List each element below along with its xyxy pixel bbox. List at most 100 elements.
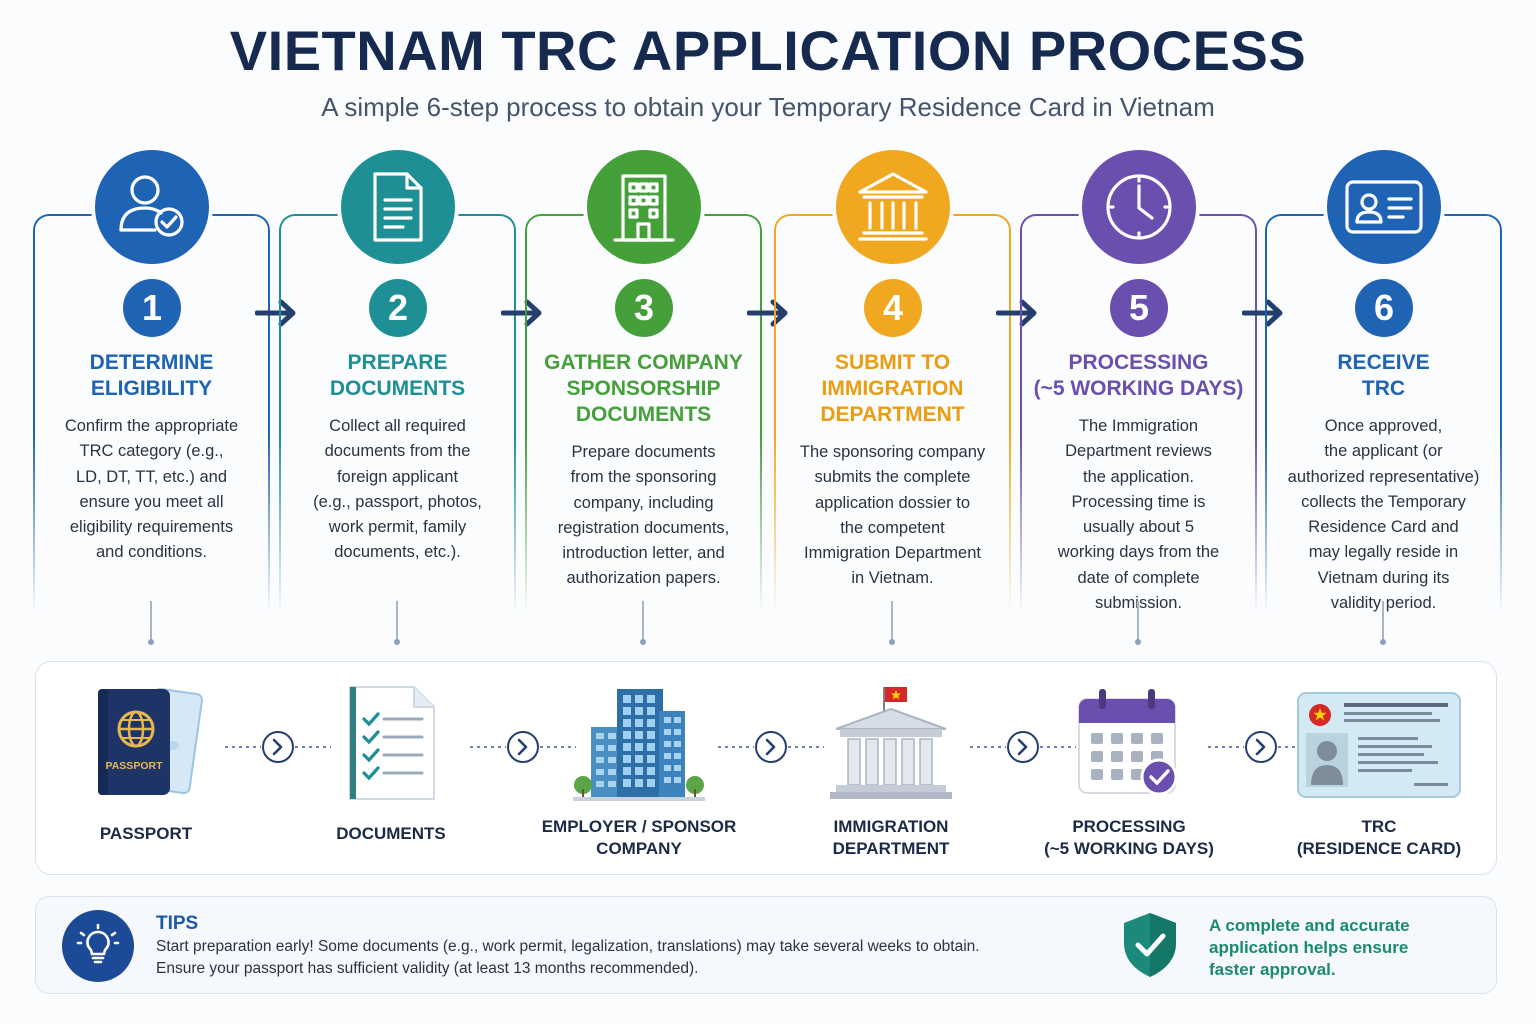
step-description-line: Vietnam during its: [1317, 568, 1450, 587]
bottom-flow-panel: PASSPORT PASSPORT DOCUMENTS EMPLOYER / S…: [35, 661, 1497, 875]
step-description-line: the competent: [840, 518, 945, 537]
step-title: DETERMINE ELIGIBILITY: [33, 350, 270, 402]
arrow-right-icon: [1241, 296, 1292, 330]
calendar-check-icon: [1059, 676, 1199, 806]
step-title: SUBMIT TO IMMIGRATION DEPARTMENT: [774, 350, 1011, 428]
step-description-line: date of complete: [1077, 568, 1200, 587]
step-description-line: The sponsoring company: [799, 443, 986, 461]
page-title: VIETNAM TRC APPLICATION PROCESS: [229, 19, 1307, 82]
flow-item-label: PASSPORT: [21, 823, 271, 845]
lightbulb-icon: [62, 910, 134, 982]
step-title: PROCESSING(~5 WORKING DAYS): [1020, 350, 1257, 402]
flow-item-label-line: DOCUMENTS: [336, 824, 446, 843]
flow-item: DOCUMENTS: [286, 676, 496, 866]
step-description-line: Residence Card and: [1308, 518, 1459, 537]
step-title-line: ELIGIBILITY: [90, 377, 213, 400]
flow-item-label: EMPLOYER / SPONSOR COMPANY: [514, 816, 764, 860]
step-description-line: may legally reside in: [1308, 543, 1459, 562]
tips-panel: TIPS Start preparation early! Some docum…: [35, 896, 1497, 994]
arrow-right-icon: [746, 296, 797, 330]
flow-item: EMPLOYER / SPONSOR COMPANY: [534, 676, 744, 866]
step-description-line: Processing time is: [1071, 492, 1206, 511]
step-description-line: application dossier to: [814, 493, 970, 512]
arrow-right-icon: [254, 296, 305, 330]
step-title-line: IMMIGRATION: [821, 377, 964, 400]
step-description-line: work permit, family: [328, 518, 467, 537]
residence-card-icon: [1294, 676, 1464, 806]
step-description-line: eligibility requirements: [69, 518, 234, 537]
step-title-line: DOCUMENTS: [329, 377, 466, 400]
step-title-line: GATHER COMPANY: [544, 351, 743, 374]
step-description-line: working days from the: [1057, 543, 1220, 562]
flow-item-label-line: EMPLOYER / SPONSOR: [541, 817, 737, 836]
step-description-line: Prepare documents: [571, 443, 716, 461]
courthouse-flag-icon: [821, 676, 961, 806]
tips-line: Start preparation early! Some documents …: [156, 938, 980, 955]
step-description-line: authorization papers.: [566, 569, 721, 588]
step-description-line: documents from the: [324, 442, 471, 461]
step-connector: [640, 601, 646, 645]
step-title-line: RECEIVE: [1337, 351, 1430, 374]
step-number: 5: [1110, 279, 1168, 337]
flow-item-label-line: (~5 WORKING DAYS): [1044, 839, 1214, 858]
step-description-line: Immigration Department: [804, 544, 981, 563]
step-description-line: LD, DT, TT, etc.) and: [76, 467, 227, 486]
document-icon: [337, 146, 459, 268]
step-description-line: from the sponsoring: [570, 468, 717, 487]
step-description-line: foreign applicant: [336, 467, 459, 486]
chevron-right-icon: [223, 730, 333, 764]
step-title-line: SUBMIT TO: [834, 351, 951, 374]
id-card-icon: [1323, 146, 1445, 268]
step-title-line: (~5 WORKING DAYS): [1033, 377, 1244, 400]
user-check-icon: [91, 146, 213, 268]
step-description-line: Once approved,: [1324, 417, 1443, 435]
step-number: 3: [615, 279, 673, 337]
step-title-line: DEPARTMENT: [820, 403, 965, 426]
flow-item: TRC(RESIDENCE CARD): [1274, 676, 1484, 866]
step-title-line: TRC: [1361, 377, 1406, 400]
flow-item-label-line: DEPARTMENT: [832, 839, 950, 858]
step-connector: [1135, 601, 1141, 645]
step-description-line: submits the complete: [814, 468, 971, 487]
government-building-icon: [832, 146, 954, 268]
step-description-line: TRC category (e.g.,: [79, 442, 224, 461]
step-number: 1: [123, 279, 181, 337]
step-title-line: DETERMINE: [89, 351, 214, 374]
step-description-line: and conditions.: [96, 543, 207, 562]
step-title-line: PREPARE: [347, 351, 448, 374]
flow-item-label-line: PASSPORT: [99, 824, 193, 843]
step-title: RECEIVE TRC: [1265, 350, 1502, 402]
step-connector: [889, 601, 895, 645]
tips-note-line: A complete and accurate: [1209, 916, 1410, 935]
step-description-line: Confirm the appropriate: [64, 417, 239, 435]
step-description-line: in Vietnam.: [851, 569, 934, 588]
step-title: PREPARE DOCUMENTS: [279, 350, 516, 402]
step-description-line: collects the Temporary: [1301, 492, 1466, 511]
tips-line: Ensure your passport has sufficient vali…: [156, 960, 699, 977]
step-connector: [394, 601, 400, 645]
clock-icon: [1078, 146, 1200, 268]
flow-item-label: PROCESSING(~5 WORKING DAYS): [1004, 816, 1254, 860]
flow-item-label-line: COMPANY: [596, 839, 682, 858]
step-connector: [1380, 601, 1386, 645]
step-description-line: the applicant (or: [1324, 442, 1443, 461]
arrow-right-icon: [995, 296, 1046, 330]
step-description-line: Department reviews: [1065, 442, 1212, 461]
step-description-line: introduction letter, and: [562, 544, 725, 563]
office-tower-icon: [569, 676, 709, 806]
tips-note-line: faster approval.: [1209, 960, 1336, 979]
tips-note: A complete and accurate application help…: [1209, 915, 1459, 981]
building-icon: [583, 146, 705, 268]
